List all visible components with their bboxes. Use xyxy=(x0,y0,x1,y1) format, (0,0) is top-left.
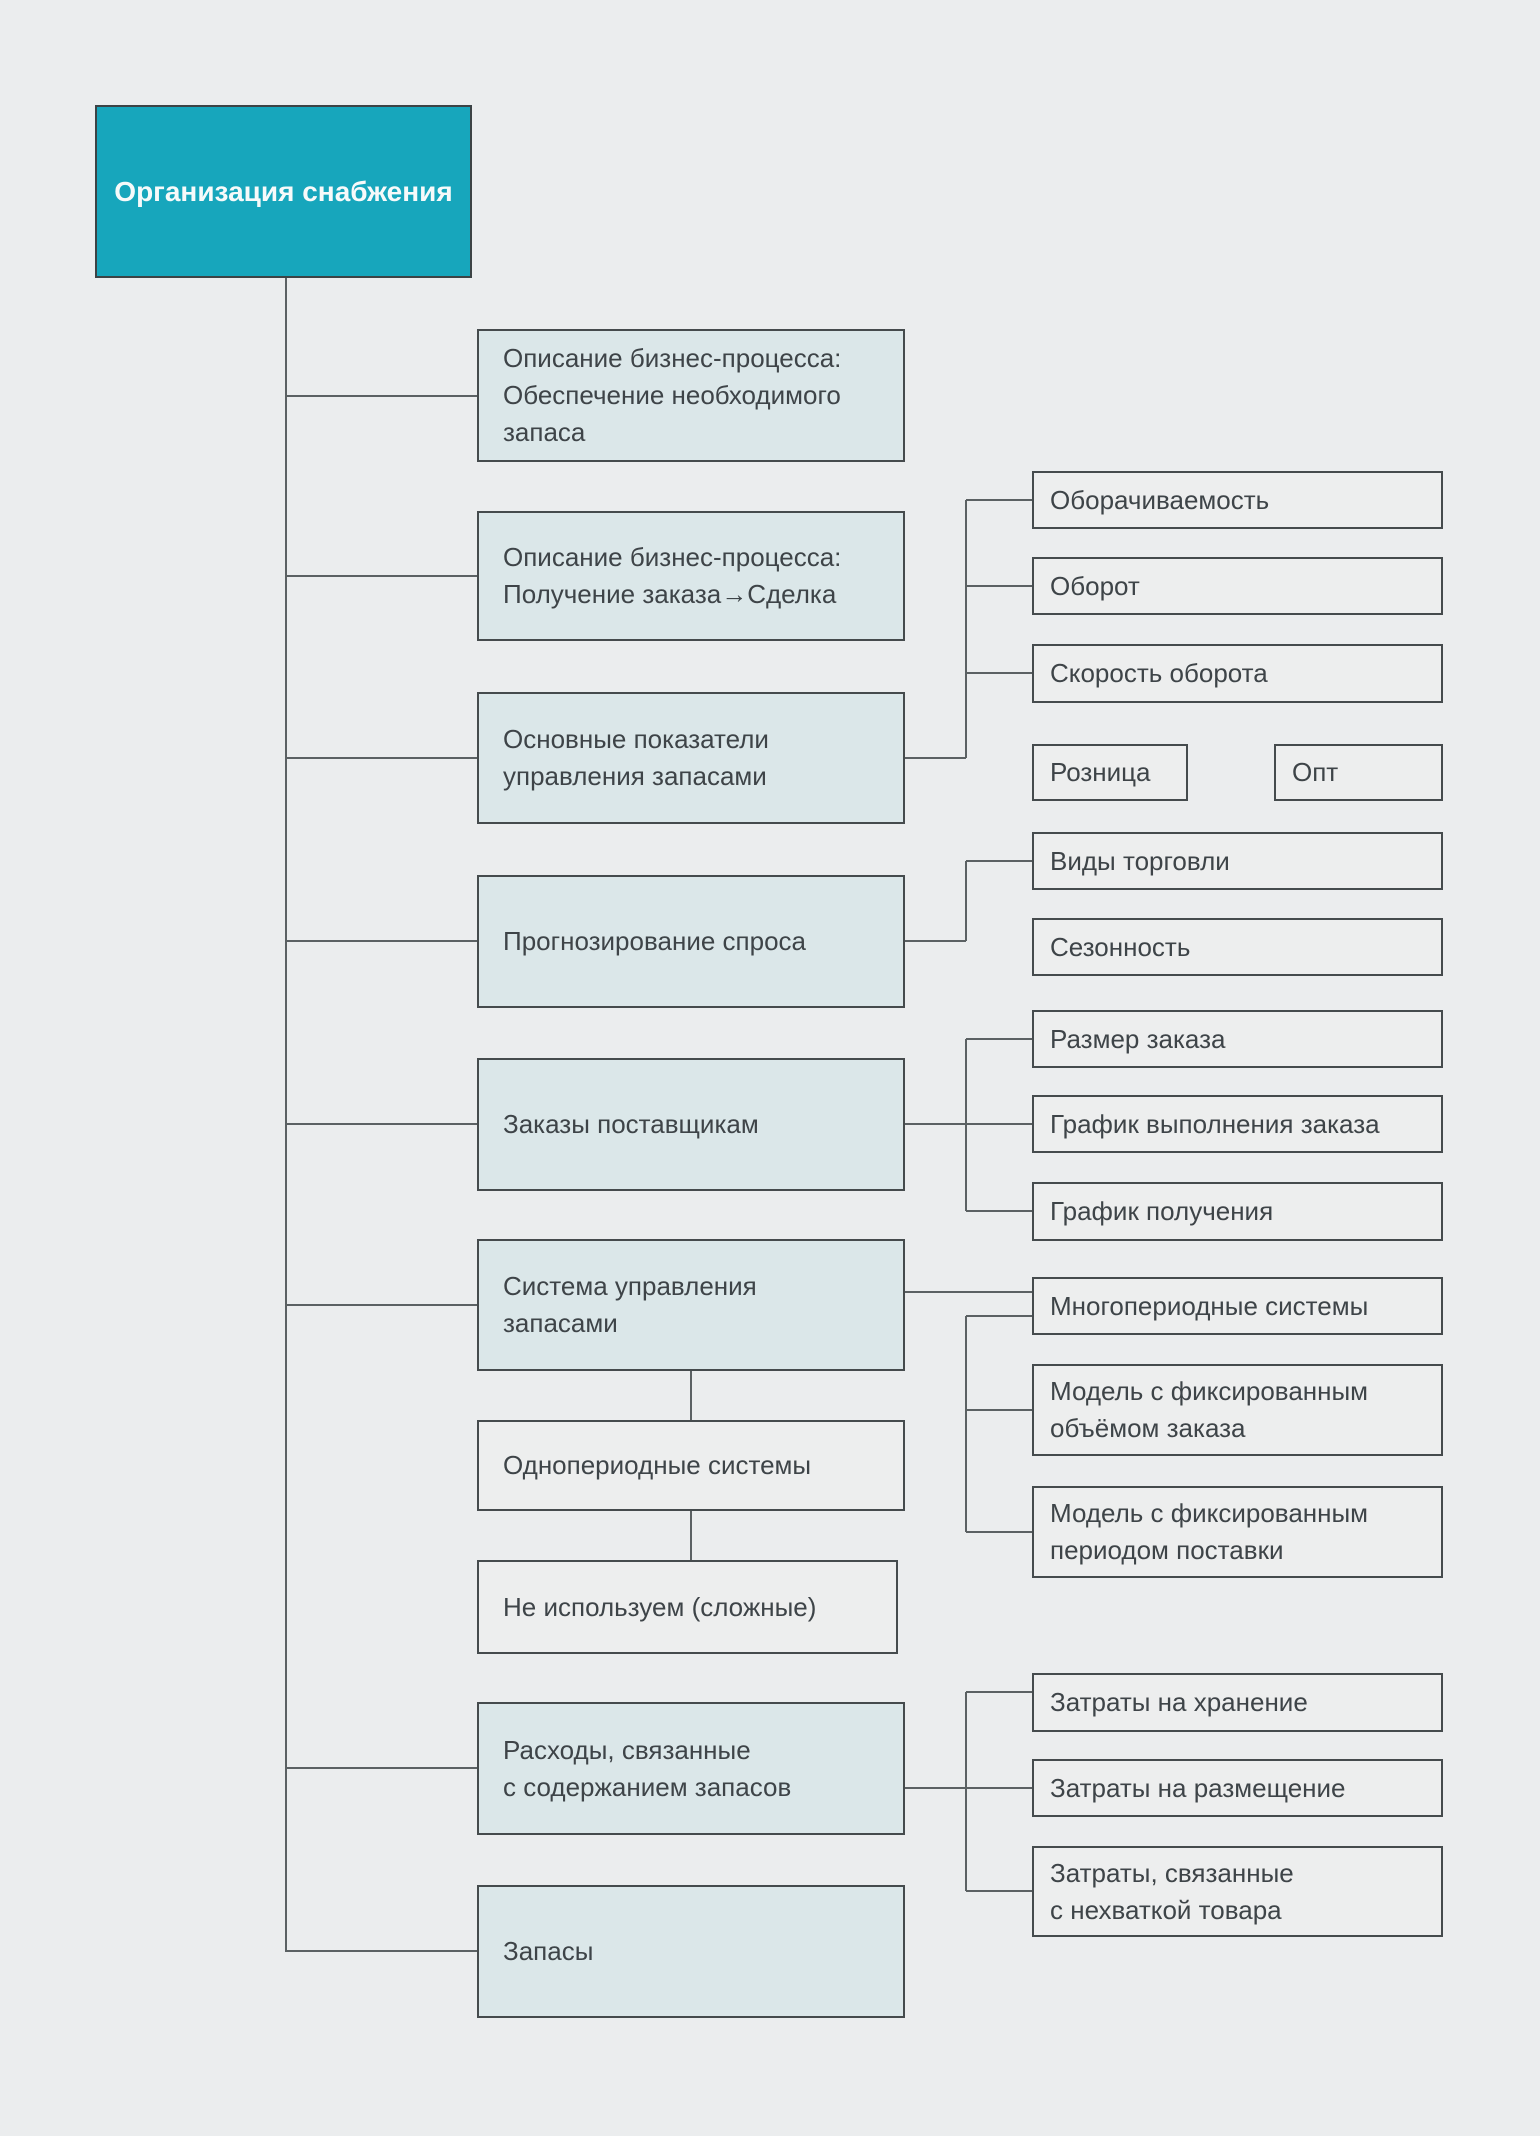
node-order-size: Размер заказа xyxy=(1032,1010,1443,1068)
node-placement-costs: Затраты на размещение xyxy=(1032,1759,1443,1817)
node-turnover-amount: Оборот xyxy=(1032,557,1443,615)
node-seasonality: Сезонность xyxy=(1032,918,1443,976)
node-not-used-complex: Не используем (сложные) xyxy=(477,1560,898,1654)
node-supply-organization-root: Организация снабжения xyxy=(95,105,472,278)
node-single-period-systems: Однопериодные системы xyxy=(477,1420,905,1511)
connector-inventory-group xyxy=(905,1291,1032,1533)
node-retail: Розница xyxy=(1032,744,1188,801)
node-wholesale: Опт xyxy=(1274,744,1443,801)
node-supplier-orders: Заказы поставщикам xyxy=(477,1058,905,1191)
node-turnover: Оборачиваемость xyxy=(1032,471,1443,529)
connector-costs-group xyxy=(905,1691,1032,1892)
node-trade-types: Виды торговли xyxy=(1032,832,1443,890)
connector-metrics-group xyxy=(905,499,1032,759)
node-fixed-order-volume-model: Модель с фиксированным объёмом заказа xyxy=(1032,1364,1443,1456)
connector-forecast-group xyxy=(905,860,1032,942)
node-business-process-stock: Описание бизнес-процесса: Обеспечение не… xyxy=(477,329,905,462)
node-receiving-schedule: График получения xyxy=(1032,1182,1443,1241)
node-demand-forecasting: Прогнозирование спроса xyxy=(477,875,905,1008)
node-shortage-costs: Затраты, связанные с нехваткой товара xyxy=(1032,1846,1443,1937)
connector-orders-group xyxy=(905,1038,1032,1212)
node-inventory-management-system: Система управления запасами xyxy=(477,1239,905,1371)
connector-trunk xyxy=(285,278,477,1952)
node-multi-period-systems: Многопериодные системы xyxy=(1032,1277,1443,1335)
node-stocks: Запасы xyxy=(477,1885,905,2018)
node-storage-costs: Затраты на хранение xyxy=(1032,1673,1443,1732)
node-inventory-holding-costs: Расходы, связанные с содержанием запасов xyxy=(477,1702,905,1835)
node-order-fulfillment-schedule: График выполнения заказа xyxy=(1032,1095,1443,1153)
node-business-process-order: Описание бизнес-процесса: Получение зака… xyxy=(477,511,905,641)
node-key-metrics: Основные показатели управления запасами xyxy=(477,692,905,824)
node-turnover-speed: Скорость оборота xyxy=(1032,644,1443,703)
node-fixed-supply-period-model: Модель с фиксированным периодом поставки xyxy=(1032,1486,1443,1578)
